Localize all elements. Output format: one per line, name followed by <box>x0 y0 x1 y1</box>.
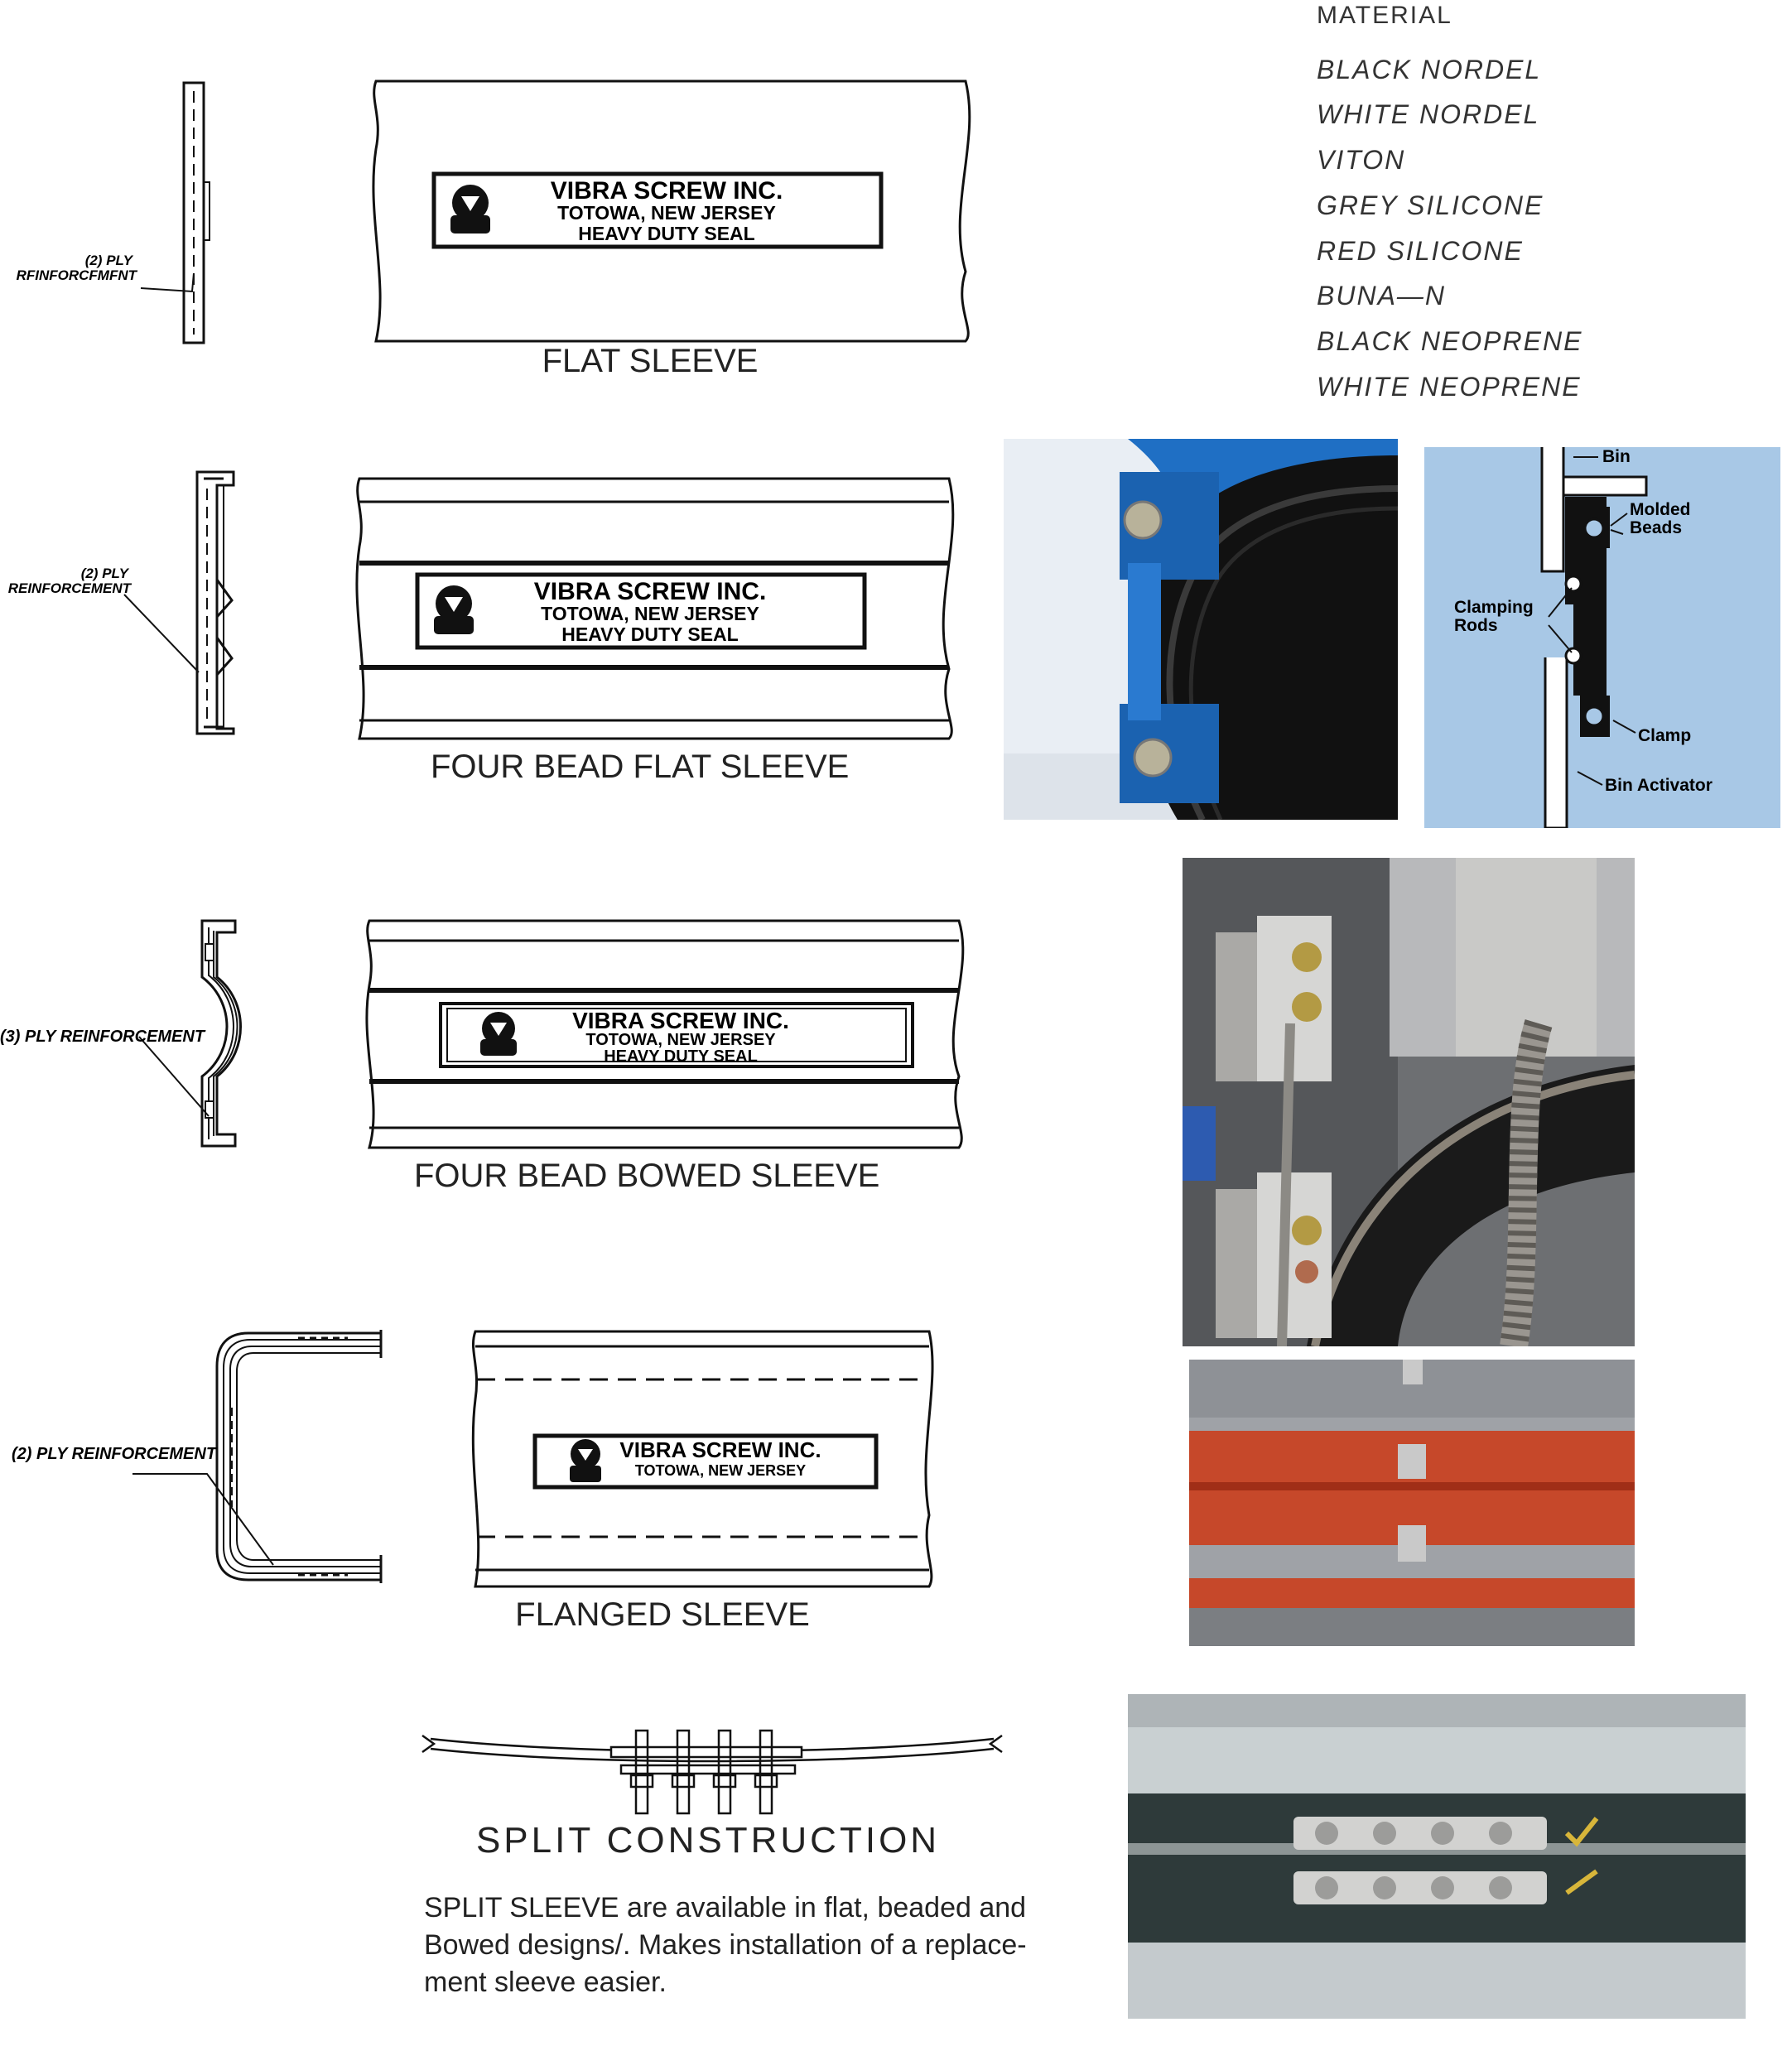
blue-bin-activator-photo <box>1004 439 1398 820</box>
sleeve-label-line2: TOTOWA, NEW JERSEY <box>541 603 759 624</box>
flanged-sleeve-drawing: VIBRA SCREW INC. TOTOWA, NEW JERSEY <box>471 1330 934 1588</box>
flat-sleeve-section-drawing: (2) PLY RFINFORCFMFNT <box>17 81 210 344</box>
flat-sleeve-caption: FLAT SLEEVE <box>542 343 759 379</box>
cable-clamp-photo <box>1183 858 1635 1346</box>
callout-text: RFINFORCFMFNT <box>17 267 138 283</box>
split-construction-title: SPLIT CONSTRUCTION <box>475 1820 941 1861</box>
four-bead-flat-sleeve-drawing: VIBRA SCREW INC. TOTOWA, NEW JERSEY HEAV… <box>355 477 955 740</box>
split-construction-drawing <box>422 1729 1003 1815</box>
sleeve-label-line2: TOTOWA, NEW JERSEY <box>557 202 776 224</box>
schematic-label: Bin Activator <box>1605 776 1713 795</box>
material-item: BLACK NEOPRENE <box>1317 326 1583 356</box>
sleeve-label-line3: HEAVY DUTY SEAL <box>561 623 738 645</box>
sleeve-label-line1: VIBRA SCREW INC. <box>619 1437 821 1462</box>
vibra-screw-logo-icon <box>434 585 474 634</box>
split-construction-note: SPLIT SLEEVE are available in flat, bead… <box>424 1892 1027 1998</box>
four-bead-bowed-section-drawing: (3) PLY REINFORCEMENT <box>0 919 242 1148</box>
bin-activator-schematic: Bin Molded Beads Clamping Rods Clamp Bin… <box>1424 447 1780 828</box>
schematic-label: Bin <box>1602 447 1631 466</box>
sleeve-label-line2: TOTOWA, NEW JERSEY <box>585 1031 776 1049</box>
sleeve-label-line3: HEAVY DUTY SEAL <box>578 223 754 244</box>
red-sleeve-photo <box>1189 1360 1635 1646</box>
schematic-label: Rods <box>1454 616 1498 635</box>
material-item: BLACK NORDEL <box>1317 55 1542 84</box>
sleeve-label-line2: TOTOWA, NEW JERSEY <box>635 1462 806 1479</box>
material-item: WHITE NEOPRENE <box>1317 372 1582 402</box>
sleeve-label-line1: VIBRA SCREW INC. <box>534 578 767 605</box>
callout-text: REINFORCEMENT <box>8 580 132 596</box>
material-item: VITON <box>1317 145 1406 175</box>
callout-text: (3) PLY REINFORCEMENT <box>0 1028 206 1046</box>
vibra-screw-logo-icon <box>450 185 490 234</box>
four-bead-flat-section-drawing: (2) PLY REINFORCEMENT <box>8 470 235 735</box>
schematic-label: Molded <box>1630 500 1691 519</box>
callout-text: (2) PLY <box>81 566 130 581</box>
flat-sleeve-drawing: VIBRA SCREW INC. TOTOWA, NEW JERSEY HEAV… <box>372 79 971 343</box>
sleeve-label-line1: VIBRA SCREW INC. <box>551 177 783 205</box>
four-bead-bowed-caption: FOUR BEAD BOWED SLEEVE <box>414 1158 880 1194</box>
callout-text: (2) PLY <box>85 253 134 268</box>
vibra-screw-logo-icon <box>570 1439 601 1482</box>
sleeve-label-line1: VIBRA SCREW INC. <box>572 1008 789 1033</box>
four-bead-bowed-sleeve-drawing: VIBRA SCREW INC. TOTOWA, NEW JERSEY HEAV… <box>365 919 965 1149</box>
material-title: MATERIAL <box>1317 2 1452 29</box>
callout-text: (2) PLY REINFORCEMENT <box>12 1445 218 1463</box>
schematic-label: Clamp <box>1638 726 1691 745</box>
schematic-label: Clamping <box>1454 598 1534 617</box>
flanged-sleeve-caption: FLANGED SLEEVE <box>515 1596 810 1633</box>
flanged-section-drawing: (2) PLY REINFORCEMENT <box>12 1330 383 1583</box>
material-item: RED SILICONE <box>1317 236 1524 266</box>
material-item: WHITE NORDEL <box>1317 99 1540 129</box>
vibra-screw-logo-icon <box>480 1012 517 1056</box>
split-sleeve-wingnut-photo <box>1128 1694 1746 2019</box>
sleeve-label-line3: HEAVY DUTY SEAL <box>604 1047 758 1066</box>
schematic-label: Beads <box>1630 518 1682 537</box>
four-bead-flat-caption: FOUR BEAD FLAT SLEEVE <box>431 749 850 785</box>
material-item: GREY SILICONE <box>1317 190 1544 220</box>
material-item: BUNA—N <box>1317 281 1447 311</box>
